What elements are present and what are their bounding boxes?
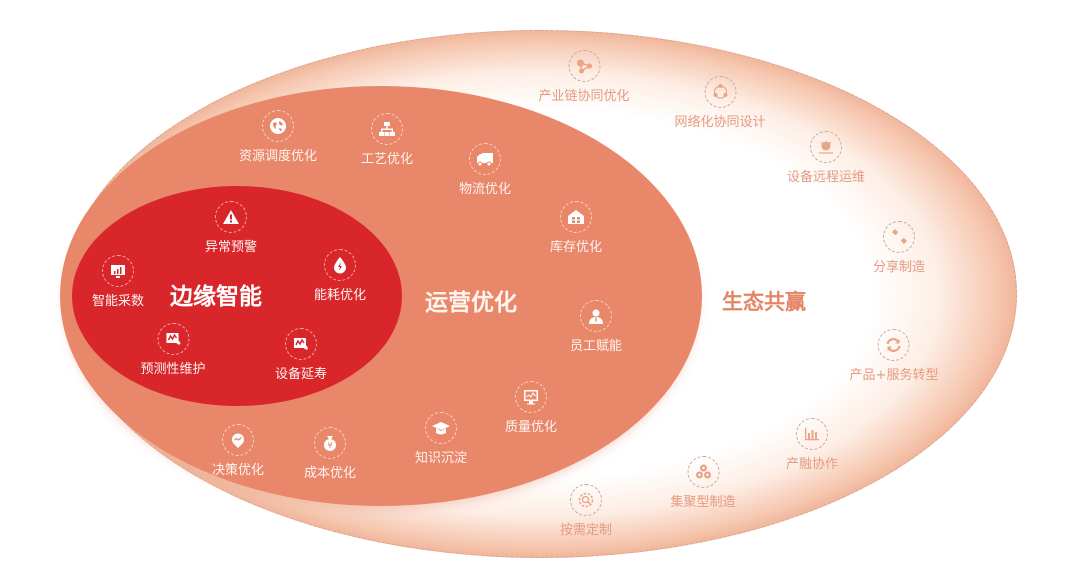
node-label: 网络化协同设计 — [674, 115, 766, 130]
node-label: 工艺优化 — [360, 152, 414, 167]
energy-drop-icon — [323, 249, 356, 281]
edge-intelligence-title: 边缘智能 — [170, 284, 262, 310]
node-industry-chain-collaboration: 产业链协同优化 — [538, 50, 630, 104]
warning-icon — [214, 201, 247, 233]
node-predictive-maintenance: 预测性维护 — [140, 323, 206, 377]
node-logistics-optimization: 物流优化 — [459, 143, 511, 197]
node-quality-optimization: 质量优化 — [505, 381, 557, 435]
gear-search-icon — [569, 484, 602, 516]
node-label: 智能采数 — [91, 294, 145, 309]
node-cost-optimization: ¥ 成本优化 — [304, 427, 356, 481]
node-label: 能耗优化 — [313, 288, 367, 303]
node-on-demand-customization: 按需定制 — [560, 484, 612, 538]
node-label: 设备远程运维 — [786, 170, 866, 185]
node-label: 分享制造 — [872, 260, 926, 275]
operations-optimization-title: 运营优化 — [425, 290, 517, 316]
share-nodes-icon — [567, 50, 600, 82]
node-resource-scheduling: 资源调度优化 — [239, 110, 317, 164]
node-product-service-transformation: 产品+服务转型 — [849, 329, 939, 383]
node-label: 员工赋能 — [569, 339, 623, 354]
ecosystem-win-win-title: 生态共赢 — [722, 290, 806, 314]
gears-cluster-icon — [686, 456, 719, 488]
node-shared-manufacturing: 分享制造 — [873, 221, 925, 275]
node-remote-device-maintenance: 设备远程运维 — [787, 131, 865, 185]
bar-chart-icon — [795, 418, 828, 450]
cycle-network-icon — [703, 76, 736, 108]
node-inventory-optimization: 库存优化 — [550, 201, 602, 255]
node-device-life-extension: 设备延寿 — [275, 328, 327, 382]
node-anomaly-warning: 异常预警 — [205, 201, 257, 255]
globe-icon — [261, 110, 294, 142]
truck-icon — [468, 143, 501, 175]
node-label: 按需定制 — [559, 523, 613, 538]
node-label: 物流优化 — [458, 182, 512, 197]
decision-pin-icon — [221, 424, 254, 456]
node-label: 产融协作 — [785, 457, 839, 472]
device-life-icon — [284, 328, 317, 360]
money-bag-icon: ¥ — [313, 427, 346, 459]
node-label: 集聚型制造 — [670, 495, 736, 510]
node-label: 质量优化 — [504, 420, 558, 435]
node-energy-optimization: 能耗优化 — [314, 249, 366, 303]
svg-text:¥: ¥ — [327, 441, 332, 450]
node-label: 成本优化 — [303, 466, 357, 481]
monitor-line-icon — [514, 381, 547, 413]
node-smart-data-collection: 智能采数 — [92, 255, 144, 309]
node-cluster-manufacturing: 集聚型制造 — [670, 456, 736, 510]
node-label: 预测性维护 — [140, 362, 206, 377]
node-knowledge-accumulation: 知识沉淀 — [415, 412, 467, 466]
node-process-optimization: 工艺优化 — [361, 113, 413, 167]
node-label: 资源调度优化 — [238, 149, 318, 164]
node-industry-finance-collaboration: 产融协作 — [786, 418, 838, 472]
node-networked-collaborative-design: 网络化协同设计 — [674, 76, 766, 130]
wrench-icon — [882, 221, 915, 253]
org-chart-icon — [370, 113, 403, 145]
node-label: 异常预警 — [204, 240, 258, 255]
graduation-cap-icon — [424, 412, 457, 444]
node-label: 库存优化 — [549, 240, 603, 255]
monitor-chart-icon — [101, 255, 134, 287]
node-label: 产品+服务转型 — [849, 368, 939, 383]
maintenance-icon — [156, 323, 189, 355]
node-label: 设备延寿 — [274, 367, 328, 382]
refresh-icon — [878, 329, 910, 361]
node-label: 产业链协同优化 — [538, 89, 630, 104]
node-decision-optimization: 决策优化 — [212, 424, 264, 478]
remote-device-icon — [809, 131, 842, 163]
node-label: 知识沉淀 — [414, 451, 468, 466]
warehouse-icon — [559, 201, 592, 233]
node-label: 决策优化 — [211, 463, 265, 478]
employee-icon — [579, 300, 612, 332]
node-employee-empowerment: 员工赋能 — [570, 300, 622, 354]
